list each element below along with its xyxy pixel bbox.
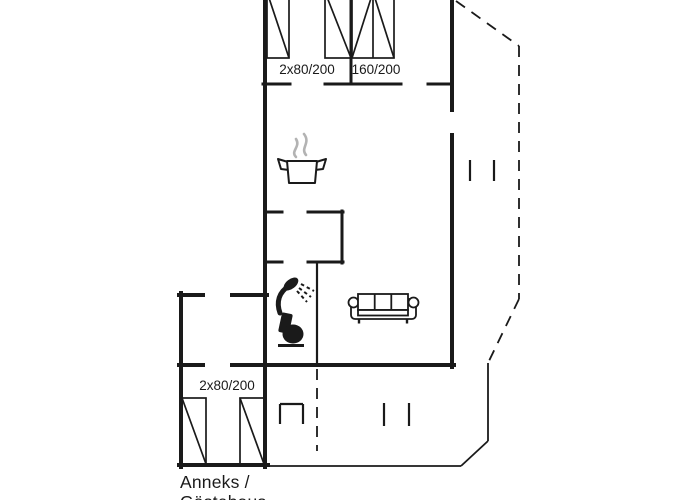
annex-caption-line2: Gästehaus [180, 493, 266, 500]
bed-size-label-top-right: 160/200 [351, 62, 401, 77]
window-ticks [382, 160, 496, 426]
bed-size-label-annex: 2x80/200 [199, 378, 255, 393]
sofa-icon [347, 293, 420, 324]
single-bed-icon [324, 0, 352, 59]
annex-caption-line1: Anneks / [180, 472, 250, 492]
toilet-icon [278, 312, 304, 347]
double-bed-icon [351, 0, 395, 59]
cooking-pot-icon [277, 132, 327, 184]
terrace-structure [278, 402, 305, 424]
terrace-dashed-boundary [316, 0, 520, 451]
interior-walls [261, 0, 454, 265]
single-bed-icon [266, 0, 290, 59]
terrace-edge [267, 363, 489, 467]
single-bed-icon [181, 397, 207, 465]
shower-icon [275, 277, 315, 316]
single-bed-icon [239, 397, 265, 465]
bed-size-label-top-left: 2x80/200 [279, 62, 335, 77]
exterior-walls [177, 0, 456, 469]
steam-icon [292, 132, 308, 159]
